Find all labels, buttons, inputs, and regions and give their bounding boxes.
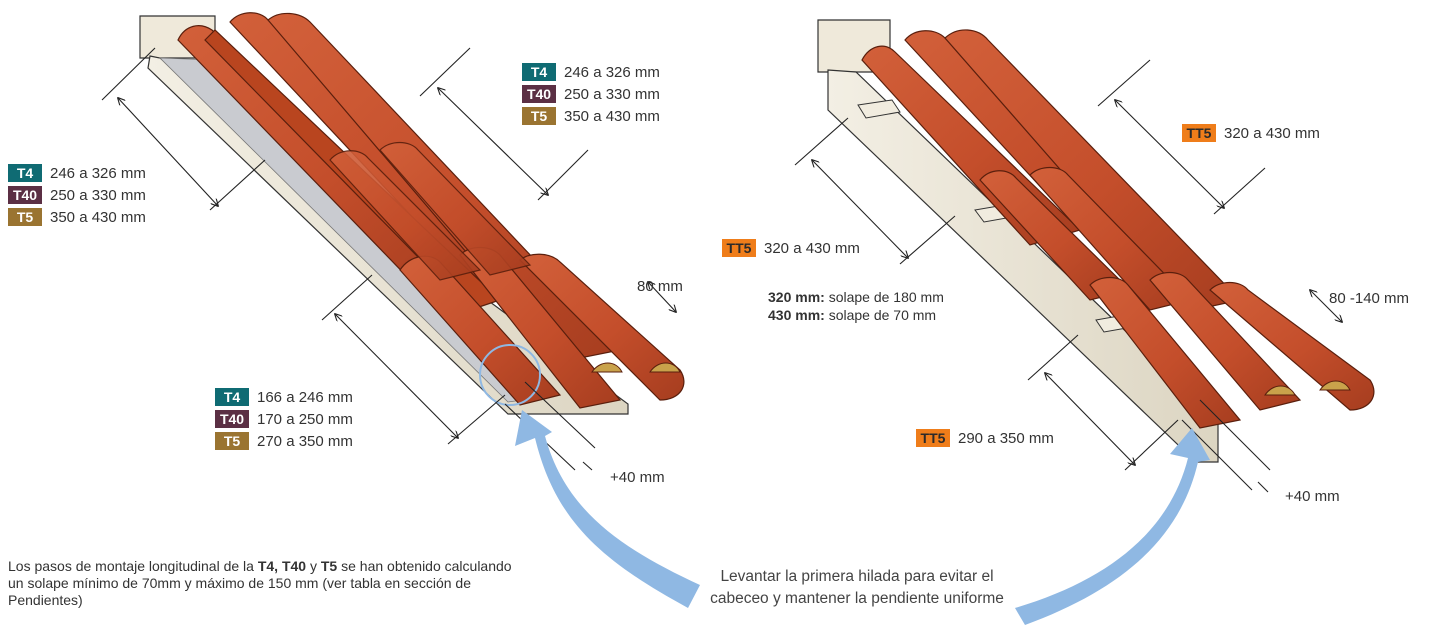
spec-value: 246 a 326 mm	[50, 164, 146, 182]
left-spec-bottom: T4 166 a 246 mm T40 170 a 250 mm T5 270 …	[215, 388, 353, 450]
right-curved-arrow	[1015, 428, 1210, 625]
assembly-note: Los pasos de montaje longitudinal de la …	[8, 558, 512, 608]
spec-row: T40 250 a 330 mm	[8, 186, 146, 204]
model-badge: T4	[522, 63, 556, 81]
spec-row: T4 246 a 326 mm	[8, 164, 146, 182]
spec-value: 246 a 326 mm	[564, 63, 660, 81]
right-spec-bottom: TT5 290 a 350 mm	[916, 429, 1054, 447]
model-badge: T40	[522, 85, 556, 103]
model-badge: T4	[215, 388, 249, 406]
left-extra-label: +40 mm	[610, 469, 665, 486]
left-spec-top: T4 246 a 326 mm T40 250 a 330 mm T5 350 …	[522, 63, 660, 125]
spec-row: TT5 320 a 430 mm	[1182, 124, 1320, 142]
spec-value: 350 a 430 mm	[564, 107, 660, 125]
left-detail-circle	[479, 344, 541, 406]
model-badge: T4	[8, 164, 42, 182]
right-spec-side: TT5 320 a 430 mm	[722, 239, 860, 257]
spec-value: 250 a 330 mm	[564, 85, 660, 103]
left-tiles	[177, 12, 685, 409]
left-tile-ends	[591, 362, 681, 373]
right-rafter	[827, 69, 1219, 463]
left-roof-illustration	[139, 12, 685, 415]
spec-value: 250 a 330 mm	[50, 186, 146, 204]
right-width-label: 80 -140 mm	[1329, 290, 1410, 307]
model-badge: TT5	[1182, 124, 1216, 142]
right-spec-top: TT5 320 a 430 mm	[1182, 124, 1320, 142]
left-width-label: 80 mm	[637, 278, 683, 295]
spec-row: T40 250 a 330 mm	[522, 85, 660, 103]
overlap-info: 320 mm: solape de 180 mm 430 mm: solape …	[768, 288, 944, 324]
spec-value: 350 a 430 mm	[50, 208, 146, 226]
spec-value: 170 a 250 mm	[257, 410, 353, 428]
spec-row: T5 350 a 430 mm	[8, 208, 146, 226]
model-badge: T5	[215, 432, 249, 450]
right-tiles	[861, 29, 1375, 429]
spec-row: T40 170 a 250 mm	[215, 410, 353, 428]
overlap-line: 430 mm: solape de 70 mm	[768, 307, 937, 323]
spec-row: T5 270 a 350 mm	[215, 432, 353, 450]
model-badge: TT5	[916, 429, 950, 447]
instruction-caption: Levantar la primera hilada para evitar e…	[710, 568, 1004, 607]
spec-row: TT5 290 a 350 mm	[916, 429, 1054, 447]
model-badge: T40	[8, 186, 42, 204]
model-badge: TT5	[722, 239, 756, 257]
overlap-line: 320 mm: solape de 180 mm	[768, 289, 944, 305]
model-badge: T5	[8, 208, 42, 226]
spec-row: T4 246 a 326 mm	[522, 63, 660, 81]
spec-value: 290 a 350 mm	[958, 429, 1054, 447]
spec-value: 320 a 430 mm	[764, 239, 860, 257]
right-extra-label: +40 mm	[1285, 488, 1340, 505]
spec-row: T5 350 a 430 mm	[522, 107, 660, 125]
right-roof-illustration	[817, 19, 1375, 463]
spec-row: T4 166 a 246 mm	[215, 388, 353, 406]
spec-row: TT5 320 a 430 mm	[722, 239, 860, 257]
right-tile-ends	[1264, 380, 1351, 396]
left-curved-arrow	[515, 410, 700, 608]
left-spec-side: T4 246 a 326 mm T40 250 a 330 mm T5 350 …	[8, 164, 146, 226]
model-badge: T40	[215, 410, 249, 428]
spec-value: 320 a 430 mm	[1224, 124, 1320, 142]
model-badge: T5	[522, 107, 556, 125]
spec-value: 166 a 246 mm	[257, 388, 353, 406]
spec-value: 270 a 350 mm	[257, 432, 353, 450]
